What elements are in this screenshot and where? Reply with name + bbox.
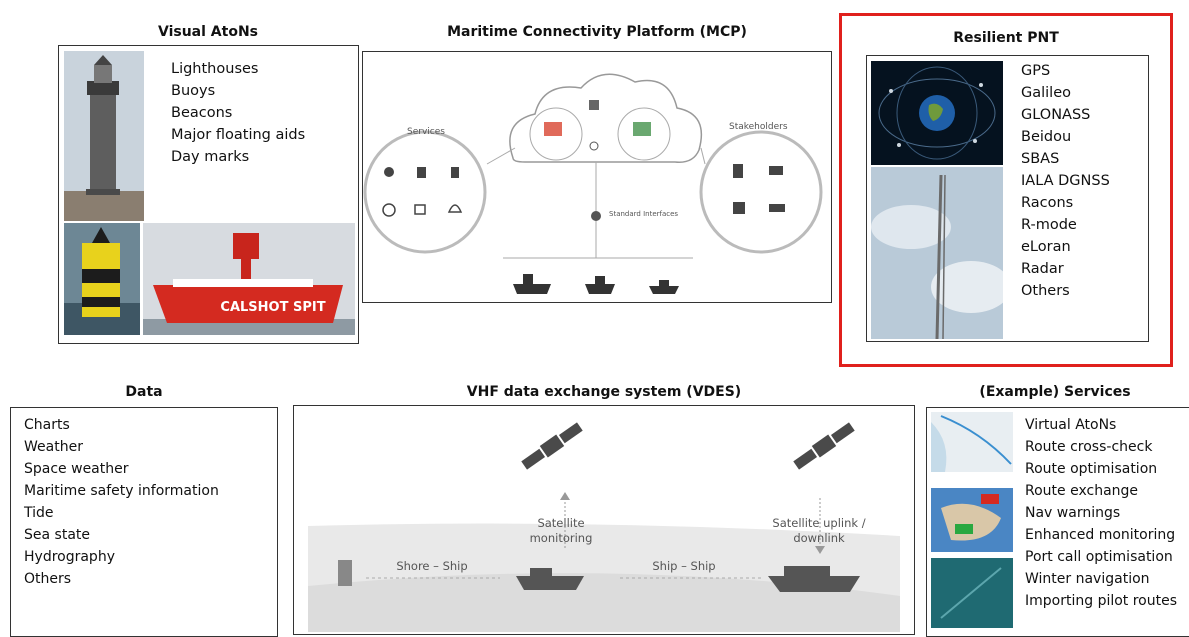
services-panel: Virtual AtoNs Route cross-check Route op… (926, 407, 1189, 637)
list-item: GPS (1021, 63, 1051, 79)
label-line: Satellite (537, 516, 585, 530)
route-map-thumbnail (931, 412, 1013, 472)
list-item: Importing pilot routes (1025, 593, 1178, 609)
mcp-title: Maritime Connectivity Platform (MCP) (447, 24, 747, 40)
list-item: Beacons (171, 105, 233, 121)
vdes-panel: Satellite monitoring Satellite uplink / … (293, 405, 915, 635)
list-item: Virtual AtoNs (1025, 417, 1117, 433)
data-list: Charts Weather Space weather Maritime sa… (24, 414, 219, 590)
list-item: Enhanced monitoring (1025, 527, 1176, 543)
list-item: Hydrography (24, 549, 115, 565)
data-title: Data (125, 384, 163, 400)
ship-icon (516, 576, 584, 590)
list-item: Beidou (1021, 129, 1072, 145)
cruise-ship-icon (768, 576, 860, 592)
shore-ship-label: Shore – Ship (396, 559, 468, 573)
satellite-icon-left (521, 422, 583, 470)
list-item: Lighthouses (171, 61, 259, 77)
lightship-photo: CALSHOT SPIT (143, 223, 355, 335)
ship-ship-label: Ship – Ship (652, 559, 716, 573)
lighthouse-photo (64, 51, 144, 221)
list-item: Winter navigation (1025, 571, 1150, 587)
list-item: Buoys (171, 83, 216, 99)
satellite-icon-right (793, 422, 855, 470)
list-item: eLoran (1021, 239, 1071, 255)
label-line: monitoring (529, 531, 593, 545)
list-item: Route exchange (1025, 483, 1139, 499)
mcp-panel: Services Stakeholders Standard Interface… (362, 51, 832, 303)
list-item: Racons (1021, 195, 1074, 211)
list-item: Day marks (171, 149, 250, 165)
list-item: SBAS (1021, 151, 1060, 167)
list-item: Major floating aids (171, 127, 306, 143)
visual-atons-panel: CALSHOT SPIT Lighthouses Buoys Beacons M… (58, 45, 359, 344)
stakeholders-label: Stakeholders (729, 122, 788, 132)
list-item: Weather (24, 439, 83, 455)
vdes-title: VHF data exchange system (VDES) (466, 384, 742, 400)
list-item: Sea state (24, 527, 90, 543)
list-item: Tide (24, 505, 54, 521)
list-item: Port call optimisation (1025, 549, 1173, 565)
list-item: Others (24, 571, 72, 587)
services-list: Virtual AtoNs Route cross-check Route op… (1025, 414, 1177, 612)
buoy-photo (64, 223, 140, 335)
list-item: R-mode (1021, 217, 1077, 233)
services-title: (Example) Services (979, 384, 1131, 400)
radio-tower-photo (871, 167, 1003, 339)
satellite-uplink-label: Satellite uplink / downlink (764, 516, 874, 546)
visual-atons-title: Visual AtoNs (157, 24, 258, 40)
resilient-pnt-highlight (839, 13, 1173, 367)
list-item: Maritime safety information (24, 483, 219, 499)
list-item: Others (1021, 283, 1070, 299)
lightship-name: CALSHOT SPIT (220, 300, 325, 315)
list-item: GLONASS (1021, 107, 1091, 123)
lighthouse-icon (338, 560, 352, 586)
list-item: Route optimisation (1025, 461, 1158, 477)
list-item: Route cross-check (1025, 439, 1153, 455)
warnings-map-thumbnail (931, 488, 1013, 552)
list-item: Charts (24, 417, 70, 433)
resilient-pnt-panel: GPS Galileo GLONASS Beidou SBAS IALA DGN… (866, 55, 1149, 342)
list-item: IALA DGNSS (1021, 173, 1110, 189)
list-item: Galileo (1021, 85, 1071, 101)
vdes-diagram (308, 422, 900, 632)
sea-ice-photo-thumbnail (931, 558, 1013, 628)
visual-atons-list: Lighthouses Buoys Beacons Major floating… (171, 58, 305, 168)
mcp-diagram (363, 73, 823, 294)
label-line: downlink (793, 531, 845, 545)
resilient-pnt-list: GPS Galileo GLONASS Beidou SBAS IALA DGN… (1021, 60, 1110, 302)
list-item: Space weather (24, 461, 129, 477)
services-label: Services (407, 127, 445, 137)
satellite-earth-photo (871, 61, 1003, 165)
label-line: Satellite uplink / (772, 516, 866, 530)
list-item: Nav warnings (1025, 505, 1121, 521)
satellite-monitoring-label: Satellite monitoring (516, 516, 606, 546)
resilient-pnt-title: Resilient PNT (953, 30, 1059, 46)
data-panel: Charts Weather Space weather Maritime sa… (10, 407, 278, 637)
connect-label: Standard Interfaces (609, 210, 679, 218)
list-item: Radar (1021, 261, 1064, 277)
